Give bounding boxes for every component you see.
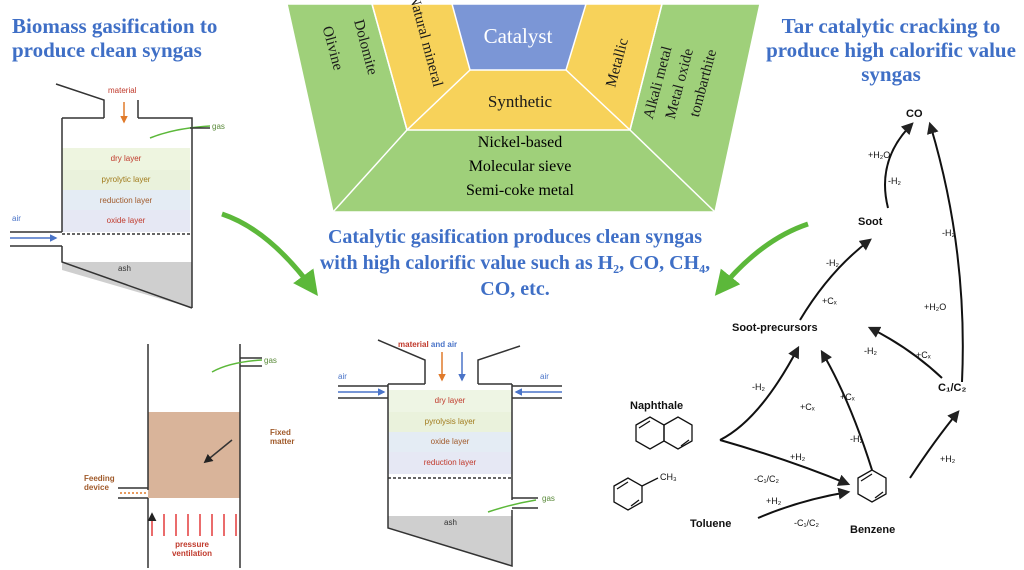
naphthalene-label: Naphthale	[630, 400, 684, 412]
cx-label-1: +Cₓ	[822, 296, 837, 306]
r3-gas-label: gas	[542, 494, 555, 503]
r2-gas-label: gas	[264, 356, 277, 365]
r1-layer-dry: dry layer	[110, 154, 142, 163]
r3-material-text: material	[398, 340, 429, 349]
soot-precursors-label: Soot-precursors	[732, 322, 818, 334]
r2-pressure-label: pressure ventilation	[171, 540, 212, 558]
r1-layer-pyrolytic: pyrolytic layer	[101, 175, 151, 184]
r3-air-left-label: air	[338, 372, 347, 381]
minus-h2-5: -H₂	[752, 382, 765, 392]
minus-h2-6: -H₂	[850, 434, 863, 444]
r3-layer-reduction: reduction layer	[423, 458, 477, 467]
minus-h2-2: -H₂	[942, 228, 955, 238]
green-arrow-left	[221, 211, 318, 297]
center-title: Catalytic gasification produces clean sy…	[319, 226, 711, 300]
catalyst-diagram	[286, 3, 761, 213]
r1-ash-label: ash	[118, 264, 131, 273]
reactor-catalytic	[338, 339, 562, 568]
c1c2-minus-1: -C₁/C₂	[754, 474, 780, 484]
semicoke-label: Semi-coke metal	[466, 182, 574, 199]
minus-h2-4: -H₂	[864, 346, 877, 356]
synthetic-label: Synthetic	[487, 92, 553, 111]
reactor-updraft	[10, 83, 211, 309]
r3-ash-label: ash	[444, 518, 457, 527]
r3-layer-oxide: oxide layer	[430, 437, 470, 446]
nickel-label: Nickel-based	[477, 134, 563, 151]
c1c2-label: C₁/C₂	[938, 382, 967, 394]
h2o-label-1: +H₂O	[868, 150, 891, 160]
cx-label-2: +Cₓ	[916, 350, 931, 360]
green-arrow-right	[714, 221, 809, 296]
plus-h2-1: +H₂	[790, 452, 806, 462]
h2o-label-2: +H₂O	[924, 302, 947, 312]
minus-h2-3: -H₂	[826, 258, 839, 268]
r3-and-air-text: and air	[430, 340, 458, 349]
soot-label: Soot	[858, 216, 883, 228]
plus-h2-2: +H₂	[766, 496, 782, 506]
r2-fixed-label: Fixed matter	[270, 428, 295, 446]
right-title: Tar catalytic cracking to produce high c…	[766, 14, 1016, 86]
catalyst-label: Catalyst	[483, 24, 553, 48]
plus-h2-3: +H₂	[940, 454, 956, 464]
r2-feeding-label: Feeding device	[84, 474, 115, 492]
toluene-label: Toluene	[690, 518, 732, 530]
r1-air-label: air	[12, 214, 21, 223]
r3-layer-dry: dry layer	[434, 396, 466, 405]
reaction-network	[613, 121, 964, 519]
r3-layer-pyrolysis: pyrolysis layer	[424, 417, 476, 426]
benzene-label: Benzene	[850, 524, 896, 536]
c1c2-minus-2: -C₁/C₂	[794, 518, 820, 528]
r1-layer-oxide: oxide layer	[106, 216, 146, 225]
minus-h2-1: -H₂	[888, 176, 901, 186]
r1-gas-label: gas	[212, 122, 225, 131]
cx-label-3: +Cₓ	[800, 402, 815, 412]
cx-label-4: +Cₓ	[840, 392, 855, 402]
ch3-label: CH₃	[660, 472, 677, 482]
r1-material-label: material	[108, 86, 137, 95]
r3-material-label: material and air	[398, 340, 457, 349]
sieve-label: Molecular sieve	[468, 158, 572, 175]
reactor-fixed-bed	[118, 344, 263, 568]
left-title: Biomass gasification to produce clean sy…	[12, 14, 218, 62]
co-label: CO	[906, 108, 923, 120]
r3-air-right-label: air	[540, 372, 549, 381]
r1-layer-reduction: reduction layer	[99, 196, 153, 205]
